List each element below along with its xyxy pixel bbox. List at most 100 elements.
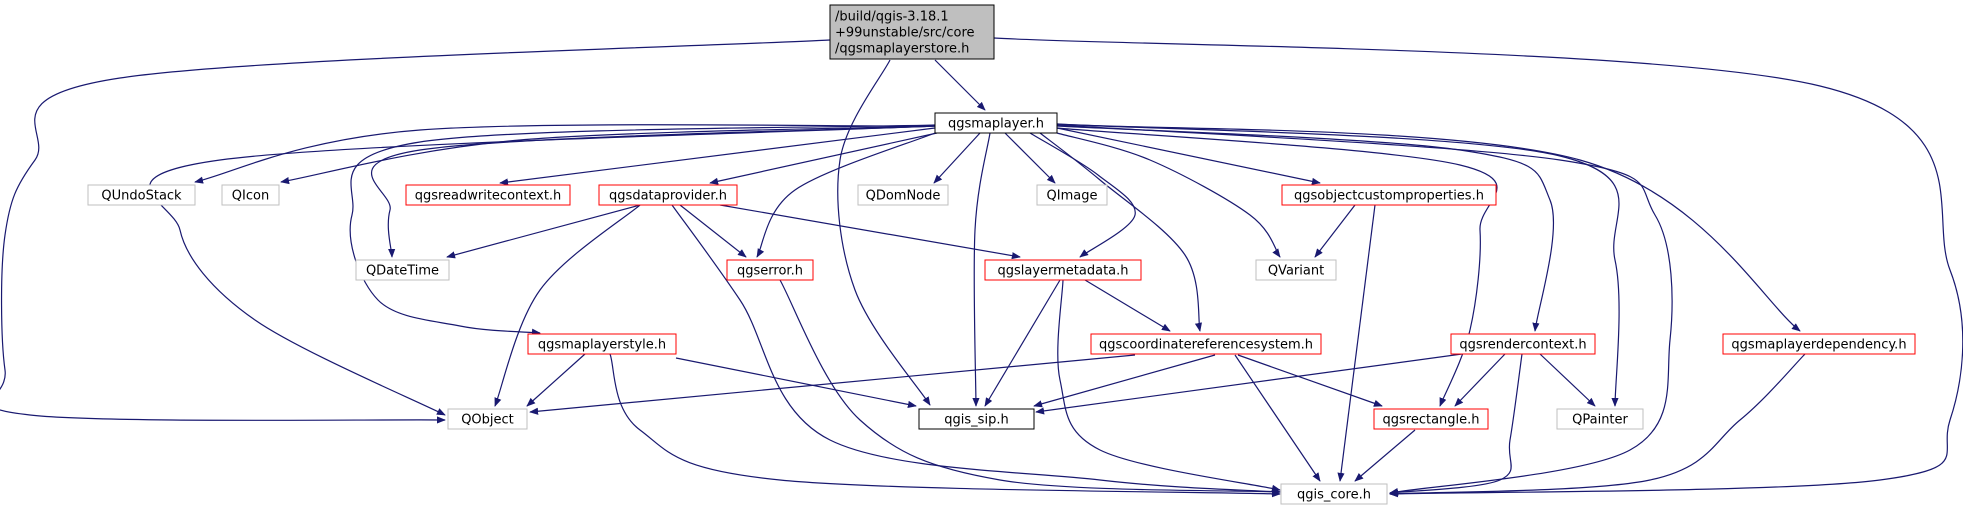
node-box	[447, 408, 528, 430]
node-box	[355, 259, 450, 281]
edge-qgserror-to-qgis_core	[779, 279, 1281, 496]
edge-qgsmaplayer-to-qgsmaplayerstyle	[349, 124, 936, 336]
edge-root-to-QObject	[0, 39, 831, 424]
edge-qgsmaplayer-to-qgsobjectcustomproperties	[1056, 127, 1321, 185]
node-box	[87, 184, 196, 206]
node-label: qgslayermetadata.h	[997, 264, 1128, 279]
node-QPainter: QPainter	[1556, 408, 1644, 430]
node-label: qgserror.h	[737, 264, 803, 279]
edge-qgsdataprovider-to-qgserror	[679, 204, 747, 258]
node-label: qgsmaplayer.h	[948, 117, 1044, 132]
edge-qgsmaplayer-to-QIcon	[280, 125, 936, 185]
edge-qgsdataprovider-to-QDateTime	[446, 204, 641, 259]
node-label: QIcon	[232, 189, 269, 204]
node-label: qgsmaplayerdependency.h	[1731, 338, 1906, 353]
node-label: QDomNode	[866, 189, 941, 204]
node-qgsreadwritecontext[interactable]: qgsreadwritecontext.h	[405, 184, 571, 206]
edge-qgsrendercontext-to-QPainter	[1539, 353, 1596, 407]
edge-qgsdataprovider-to-QObject	[494, 204, 641, 407]
node-QVariant: QVariant	[1255, 259, 1337, 281]
edge-qgsrendercontext-to-qgsrectangle	[1454, 353, 1506, 407]
edge-qgsmaplayerstyle-to-QObject	[526, 353, 586, 407]
node-label: qgis_sip.h	[944, 413, 1008, 428]
edge-qgsmaplayer-to-qgsrendercontext	[1056, 125, 1555, 332]
edge-qgsrendercontext-to-qgis_core	[1389, 353, 1523, 496]
edge-qgsdataprovider-to-qgslayermetadata	[719, 204, 1021, 260]
node-box	[1722, 333, 1916, 355]
edge-qgsmaplayerdependency-to-qgis_core	[1389, 353, 1806, 498]
node-box	[857, 184, 949, 206]
edge-qgsmaplayer-to-QDomNode	[933, 132, 981, 184]
node-qgis_core: qgis_core.h	[1280, 483, 1388, 505]
node-qgserror[interactable]: qgserror.h	[726, 259, 814, 281]
node-qgsmaplayerdependency[interactable]: qgsmaplayerdependency.h	[1722, 333, 1916, 355]
nodes-layer: /build/qgis-3.18.1+99unstable/src/core/q…	[87, 4, 1916, 505]
edge-qgsmaplayer-to-qgslayermetadata	[1029, 132, 1136, 258]
node-label: qgsreadwritecontext.h	[415, 189, 562, 204]
edge-qgsmaplayer-to-QImage	[1004, 132, 1056, 184]
node-label: QUndoStack	[101, 189, 182, 204]
edge-qgslayermetadata-to-qgis_sip	[984, 279, 1061, 407]
edge-qgsmaplayer-to-QPainter	[1056, 123, 1620, 407]
node-box	[598, 184, 738, 206]
edge-root-to-qgsmaplayer	[934, 59, 986, 111]
node-box	[984, 259, 1142, 281]
node-label: qgsmaplayerstyle.h	[538, 338, 666, 353]
node-qgscoordinatereferencesystem[interactable]: qgscoordinatereferencesystem.h	[1090, 333, 1322, 355]
edge-qgscoordinatereferencesystem-to-qgis_core	[1234, 354, 1321, 482]
node-label: /qgsmaplayerstore.h	[835, 42, 969, 57]
node-box	[405, 184, 571, 206]
node-box	[1036, 184, 1108, 206]
node-QIcon: QIcon	[221, 184, 280, 206]
edge-qgsmaplayer-to-qgserror	[756, 132, 936, 258]
node-QUndoStack: QUndoStack	[87, 184, 196, 206]
edge-qgsobjectcustomproperties-to-qgis_core	[1337, 204, 1376, 482]
edge-qgsrectangle-to-qgis_core	[1354, 429, 1416, 482]
edge-qgscoordinatereferencesystem-to-qgis_sip	[1033, 354, 1216, 408]
node-qgsdataprovider[interactable]: qgsdataprovider.h	[598, 184, 738, 206]
node-qgsobjectcustomproperties[interactable]: qgsobjectcustomproperties.h	[1281, 184, 1497, 206]
node-QObject: QObject	[447, 408, 528, 430]
edge-qgsmaplayer-to-qgscoordinatereferencesystem	[1039, 132, 1202, 332]
node-box	[1281, 184, 1497, 206]
edge-qgsmaplayer-to-QVariant	[1056, 132, 1281, 258]
node-label: +99unstable/src/core	[835, 26, 975, 41]
node-box	[918, 408, 1035, 430]
edge-root-to-qgis_sip	[837, 59, 931, 406]
edge-qgsmaplayer-to-QObject	[149, 125, 936, 416]
node-qgis_sip[interactable]: qgis_sip.h	[918, 408, 1035, 430]
node-label: qgis_core.h	[1297, 488, 1371, 503]
node-box	[1280, 483, 1388, 505]
node-QDateTime: QDateTime	[355, 259, 450, 281]
edge-qgscoordinatereferencesystem-to-qgsrectangle	[1237, 354, 1383, 407]
node-label: qgsdataprovider.h	[609, 189, 727, 204]
edge-qgsmaplayerstyle-to-qgis_core	[609, 353, 1281, 498]
node-label: QVariant	[1268, 264, 1324, 279]
edge-qgslayermetadata-to-qgis_core	[1057, 279, 1281, 492]
edge-qgscoordinatereferencesystem-to-QObject	[529, 354, 1136, 415]
edge-root-to-qgis_core	[993, 37, 1963, 498]
node-box	[1450, 333, 1596, 355]
node-qgslayermetadata[interactable]: qgslayermetadata.h	[984, 259, 1142, 281]
edge-qgsmaplayer-to-qgis_core	[1056, 124, 1673, 496]
node-label: qgsobjectcustomproperties.h	[1294, 189, 1484, 204]
node-qgsrendercontext[interactable]: qgsrendercontext.h	[1450, 333, 1596, 355]
node-label: QDateTime	[366, 264, 439, 279]
node-label: qgscoordinatereferencesystem.h	[1099, 338, 1313, 353]
node-label: QImage	[1047, 189, 1098, 204]
node-root[interactable]: /build/qgis-3.18.1+99unstable/src/core/q…	[829, 4, 995, 60]
edges-layer	[0, 37, 1963, 498]
node-box	[1373, 408, 1489, 430]
node-qgsmaplayer[interactable]: qgsmaplayer.h	[934, 112, 1058, 134]
node-qgsrectangle[interactable]: qgsrectangle.h	[1373, 408, 1489, 430]
edge-qgsmaplayer-to-qgsdataprovider	[709, 132, 938, 185]
node-box	[1556, 408, 1644, 430]
edge-qgsrendercontext-to-qgis_sip	[1035, 353, 1463, 415]
node-QImage: QImage	[1036, 184, 1108, 206]
edge-qgsmaplayer-to-qgsreadwritecontext	[499, 127, 936, 186]
edge-qgsmaplayerstyle-to-qgis_sip	[675, 357, 917, 408]
node-QDomNode: QDomNode	[857, 184, 949, 206]
node-qgsmaplayerstyle[interactable]: qgsmaplayerstyle.h	[527, 333, 677, 355]
edge-qgslayermetadata-to-qgscoordinatereferencesystem	[1084, 279, 1171, 332]
